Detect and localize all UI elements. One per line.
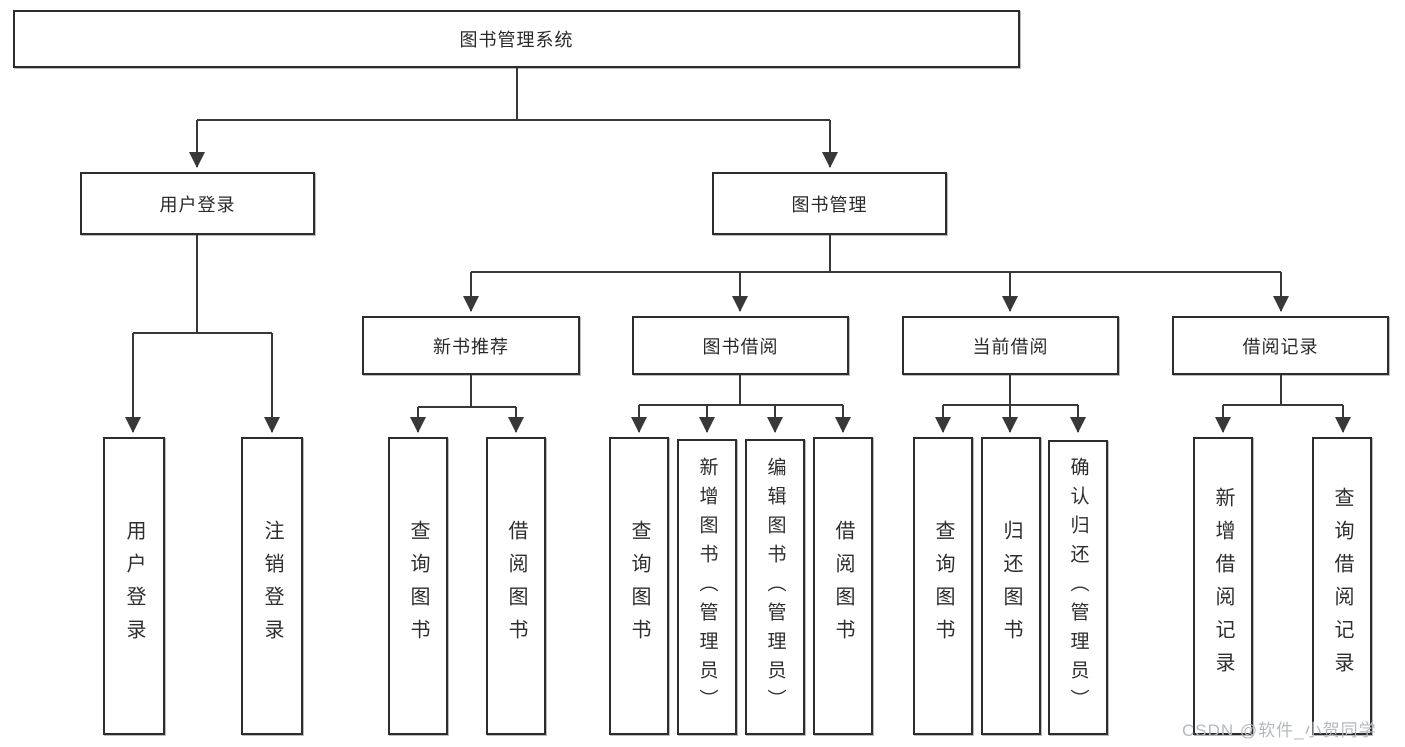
- leaf-add-books-admin: 新增图书（管理员）: [677, 439, 737, 735]
- leaf-label: 查询图书: [407, 520, 429, 652]
- node-new-book-recommend: 新书推荐: [362, 316, 580, 375]
- leaf-label: 借阅图书: [832, 520, 854, 652]
- node-borrow-records: 借阅记录: [1172, 316, 1389, 375]
- leaf-borrowing-query-books: 查询图书: [609, 437, 669, 735]
- leaf-edit-books-admin: 编辑图书（管理员）: [745, 439, 805, 735]
- node-label: 图书管理系统: [459, 30, 574, 50]
- leaf-borrowing-borrow-books: 借阅图书: [813, 437, 873, 735]
- node-current-borrowing: 当前借阅: [902, 316, 1119, 375]
- node-label: 用户登录: [159, 194, 236, 215]
- leaf-user-login: 用户登录: [103, 437, 165, 735]
- node-label: 图书借阅: [702, 336, 779, 357]
- node-book-management: 图书管理: [712, 172, 947, 235]
- leaf-label: 借阅图书: [505, 520, 527, 652]
- node-book-borrowing: 图书借阅: [632, 316, 849, 375]
- leaf-label: 注销登录: [261, 520, 283, 652]
- leaf-label: 用户登录: [123, 520, 145, 652]
- leaf-return-books: 归还图书: [981, 437, 1041, 735]
- node-label: 借阅记录: [1242, 336, 1319, 357]
- leaf-label: 归还图书: [1000, 520, 1022, 652]
- leaf-query-borrow-record: 查询借阅记录: [1312, 437, 1372, 735]
- node-label: 当前借阅: [972, 336, 1049, 357]
- leaf-logout: 注销登录: [241, 437, 303, 735]
- leaf-recommend-query-books: 查询图书: [388, 437, 448, 735]
- leaf-label: 新增借阅记录: [1212, 487, 1234, 685]
- leaf-label: 查询图书: [628, 520, 650, 652]
- node-library-system: 图书管理系统: [13, 10, 1020, 68]
- leaf-add-borrow-record: 新增借阅记录: [1193, 437, 1253, 735]
- node-label: 图书管理: [791, 194, 868, 215]
- leaf-recommend-borrow-books: 借阅图书: [486, 437, 546, 735]
- leaf-label: 确认归还（管理员）: [1067, 457, 1089, 718]
- leaf-label: 新增图书（管理员）: [696, 456, 718, 718]
- csdn-watermark: CSDN @软件_小贺同学: [1182, 721, 1377, 740]
- node-user-login: 用户登录: [80, 172, 315, 235]
- leaf-current-query-books: 查询图书: [913, 437, 973, 735]
- leaf-confirm-return-admin: 确认归还（管理员）: [1048, 440, 1108, 735]
- leaf-label: 查询图书: [932, 520, 954, 652]
- leaf-label: 编辑图书（管理员）: [764, 456, 786, 718]
- node-label: 新书推荐: [433, 336, 509, 357]
- leaf-label: 查询借阅记录: [1331, 487, 1353, 685]
